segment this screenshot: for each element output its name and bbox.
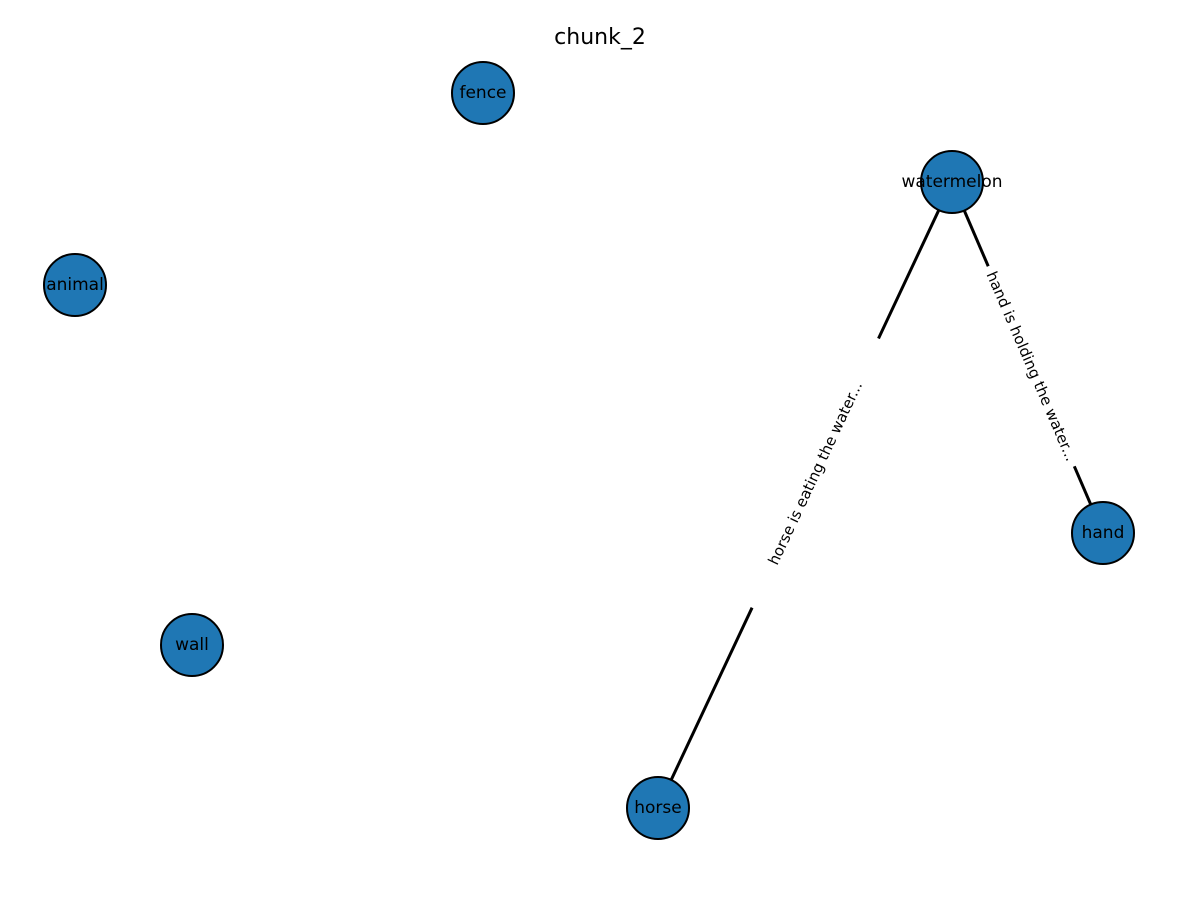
node-label: wall	[175, 635, 209, 655]
node-circle	[43, 253, 107, 317]
node-circle	[920, 150, 984, 214]
edge-line-segment	[877, 209, 941, 340]
node-horse: horse	[626, 776, 690, 840]
node-label: animal	[46, 275, 104, 295]
edge-label: horse is eating the water...	[764, 378, 866, 567]
node-hand: hand	[1071, 501, 1135, 565]
edge-hand-watermelon: hand is holding the water...	[962, 209, 1093, 506]
node-animal: animal	[43, 253, 107, 317]
node-circle	[1071, 501, 1135, 565]
edge-line-segment	[962, 209, 990, 267]
node-wall: wall	[160, 613, 224, 677]
nodes-layer: fence watermelon animal hand wall horse	[43, 61, 1135, 840]
node-watermelon: watermelon	[901, 150, 1003, 214]
graph-title: chunk_2	[554, 25, 646, 50]
node-label: hand	[1082, 523, 1125, 543]
edge-horse-watermelon: horse is eating the water...	[669, 209, 941, 781]
edge-line-segment	[669, 607, 754, 781]
node-circle	[626, 776, 690, 840]
edge-line-segment	[1072, 465, 1093, 506]
edges-layer: horse is eating the water... hand is hold…	[669, 209, 1093, 781]
edge-label: hand is holding the water...	[983, 269, 1080, 464]
node-label: watermelon	[901, 172, 1002, 192]
node-circle	[451, 61, 515, 125]
node-circle	[160, 613, 224, 677]
node-label: horse	[634, 798, 681, 818]
node-fence: fence	[451, 61, 515, 125]
node-label: fence	[459, 83, 506, 103]
